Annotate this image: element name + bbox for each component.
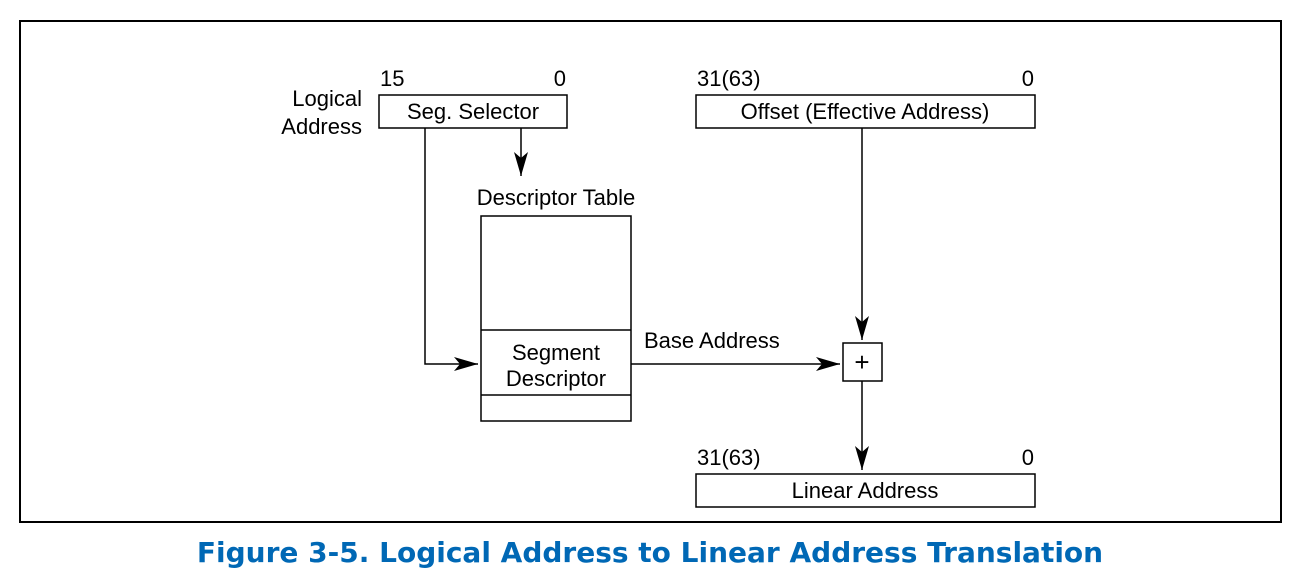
descriptor-table	[480, 215, 632, 422]
base-address-label: Base Address	[644, 328, 780, 353]
selector-hi-bit: 15	[380, 66, 404, 91]
selector-to-descriptor-arrow	[424, 128, 478, 371]
offset-lo-bit: 0	[1022, 66, 1034, 91]
figure-frame	[19, 20, 1282, 523]
logical-address-label-line2: Address	[281, 114, 362, 139]
linear-lo-bit: 0	[1022, 445, 1034, 470]
logical-address-label-line1: Logical	[292, 86, 362, 111]
segment-selector-label: Seg. Selector	[407, 99, 539, 124]
selector-lo-bit: 0	[554, 66, 566, 91]
offset-box	[695, 94, 1036, 129]
descriptor-table-title: Descriptor Table	[477, 185, 636, 210]
figure-caption: Figure 3-5. Logical Address to Linear Ad…	[197, 536, 1103, 569]
offset-hi-bit: 31(63)	[697, 66, 761, 91]
segment-selector-box	[378, 94, 568, 129]
linear-hi-bit: 31(63)	[697, 445, 761, 470]
linear-address-label: Linear Address	[792, 478, 939, 503]
adder-symbol: +	[854, 347, 869, 377]
segment-descriptor-label-line2: Descriptor	[506, 366, 606, 391]
adder-box	[842, 342, 883, 382]
offset-label: Offset (Effective Address)	[741, 99, 990, 124]
linear-address-box	[695, 473, 1036, 508]
segment-descriptor-label-line1: Segment	[512, 340, 600, 365]
